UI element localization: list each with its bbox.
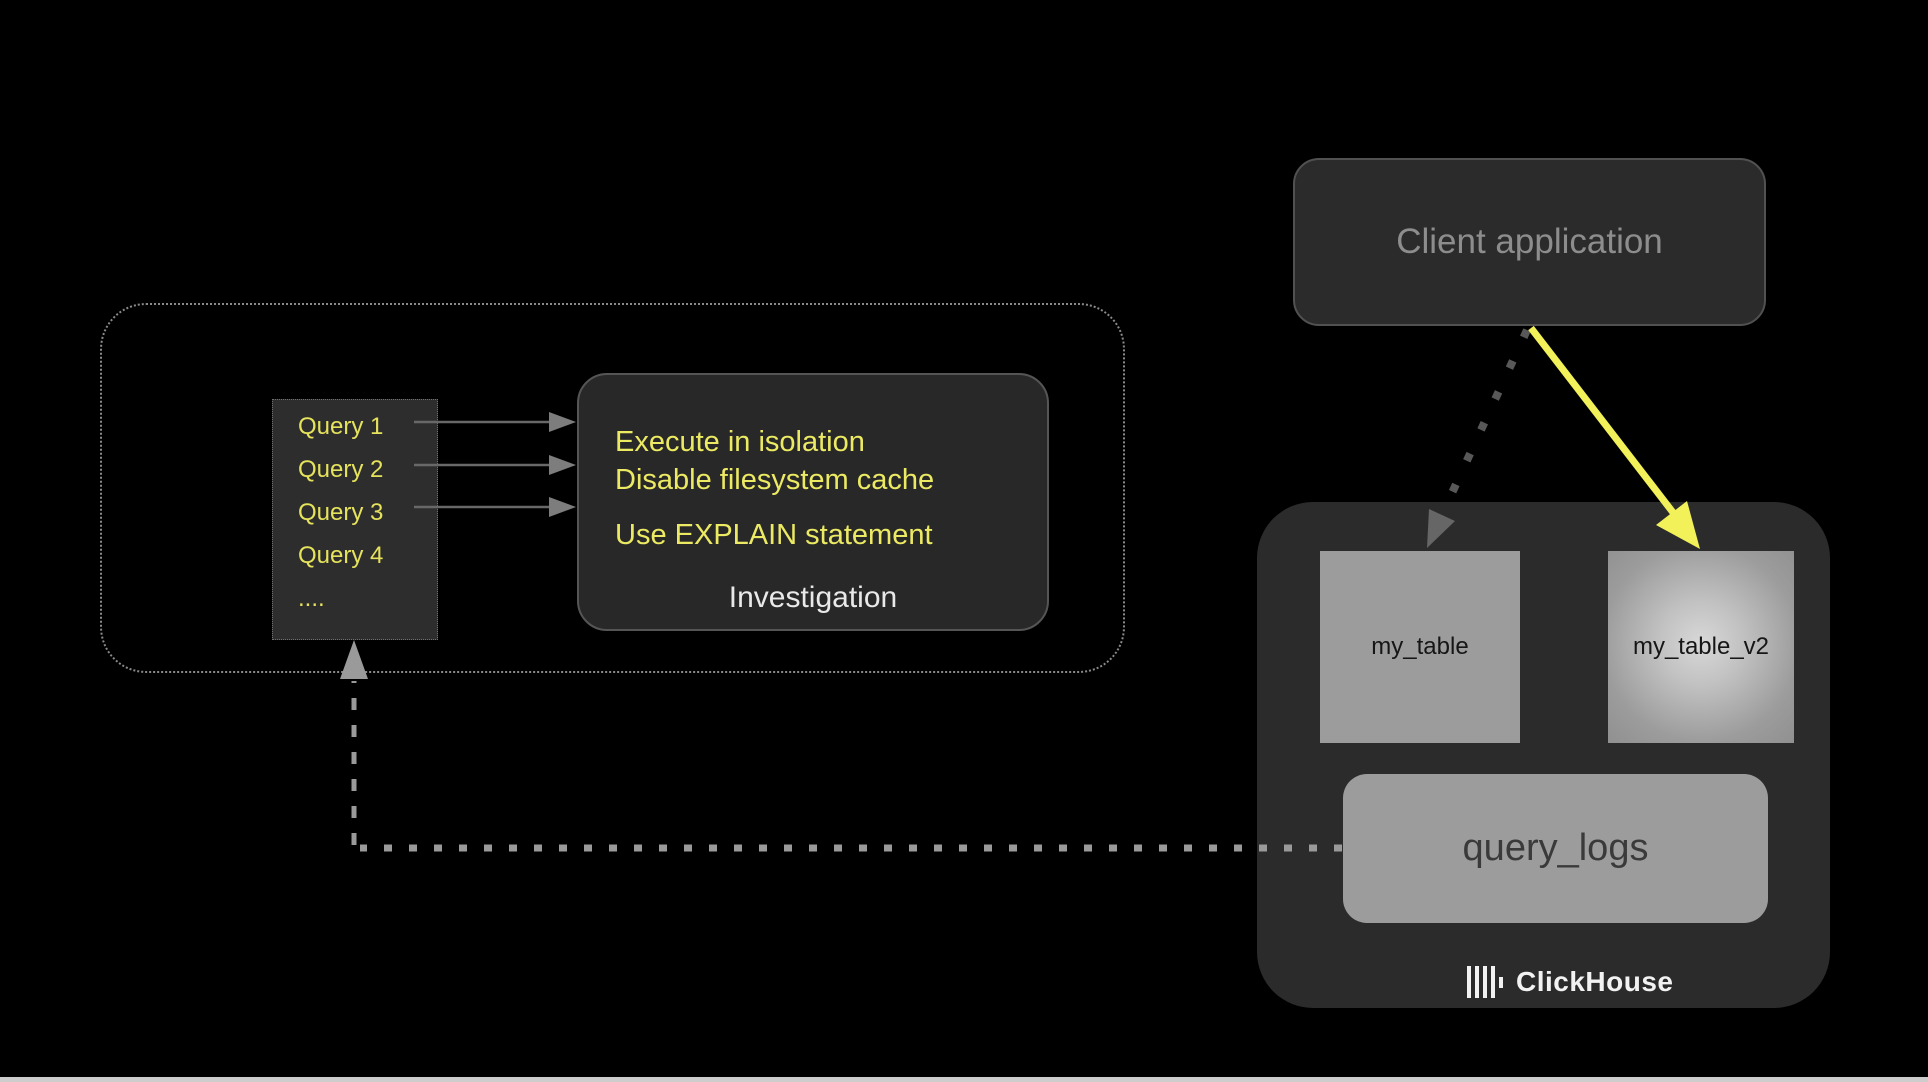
- clickhouse-wordmark: ClickHouse: [1516, 966, 1674, 997]
- query-list-item-ellipsis: ....: [298, 585, 325, 612]
- query-list-item: Query 2: [298, 456, 384, 483]
- clickhouse-server-box: my_table my_table_v2 query_logs ClickHou…: [1257, 502, 1830, 1008]
- investigation-tip: Execute in isolation: [615, 426, 865, 458]
- bottom-edge-strip: [0, 1077, 1928, 1082]
- query-list-item: Query 1: [298, 413, 384, 440]
- investigation-group-frame: [100, 303, 1125, 673]
- investigation-tip: Use EXPLAIN statement: [615, 519, 933, 551]
- investigation-tip: Disable filesystem cache: [615, 464, 935, 496]
- investigation-label: Investigation: [728, 581, 898, 614]
- client-application-box: Client application: [1293, 158, 1766, 326]
- query-list-item: Query 4: [298, 542, 384, 569]
- query-list: Query 1 Query 2 Query 3 Query 4 ....: [272, 399, 438, 640]
- investigation-box: Execute in isolation Disable filesystem …: [577, 373, 1049, 631]
- clickhouse-logo: ClickHouse: [1467, 966, 1674, 998]
- query-logs-box: query_logs: [1343, 774, 1768, 923]
- query-list-item: Query 3: [298, 499, 384, 526]
- clickhouse-logo-icon: [1467, 966, 1503, 998]
- client-application-label: Client application: [1396, 222, 1663, 261]
- my-table-v2-box: my_table_v2: [1608, 551, 1794, 743]
- my-table-box: my_table: [1320, 551, 1520, 743]
